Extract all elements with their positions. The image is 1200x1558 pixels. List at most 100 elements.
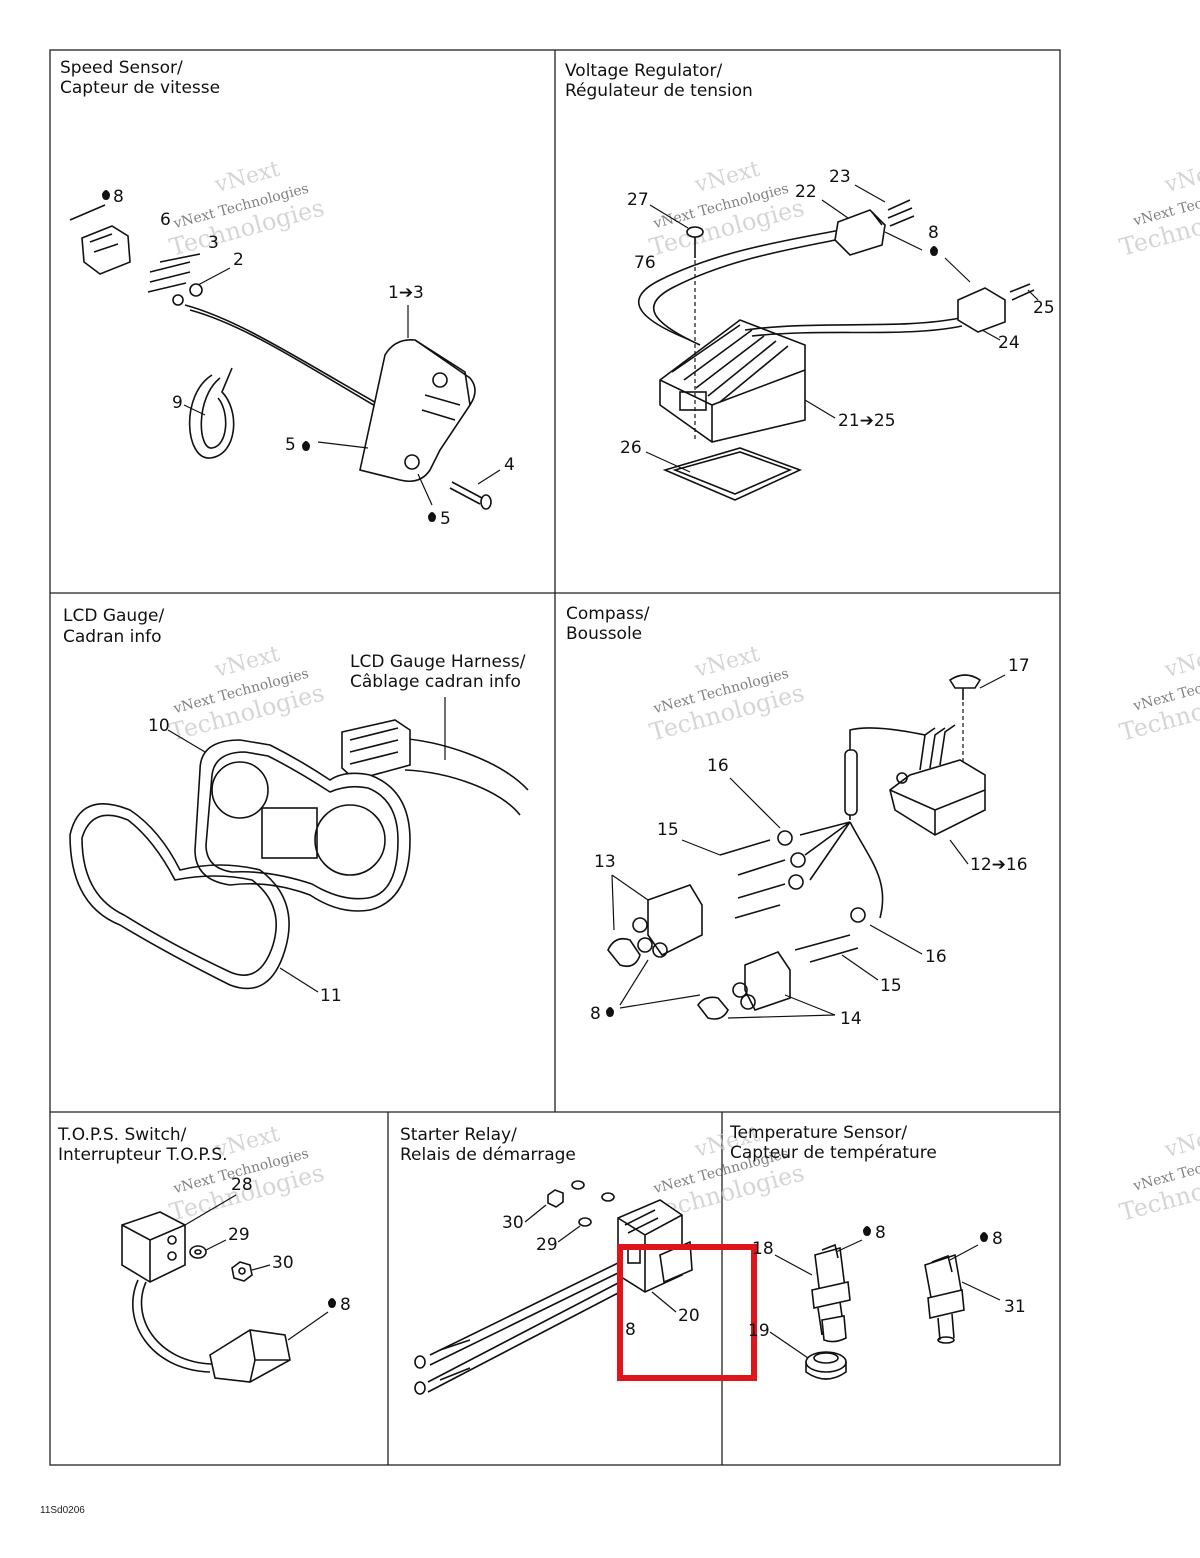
callout-10: 10 [148,716,170,736]
panel-lcd-gauge: LCD Gauge/ Cadran info LCD Gauge Harness… [63,606,529,1006]
callout-8: 8 [590,1004,601,1024]
callout-29: 29 [228,1225,250,1245]
panel-title-fr: Interrupteur T.O.P.S. [58,1145,228,1165]
callout-26: 26 [620,438,642,458]
terminals [719,830,866,963]
callout-30: 30 [272,1253,294,1273]
figure-reference: 11Sd0206 [40,1505,85,1516]
panel-starter-relay: Starter Relay/ Relais de démarrage 30 29… [400,1125,757,1395]
sealant-drop-icon [328,1298,336,1308]
callout-30: 30 [502,1213,524,1233]
panel-title-en: Voltage Regulator/ [565,61,722,81]
callout-8b: 8 [992,1229,1003,1249]
callout-11: 11 [320,986,342,1006]
callout-3: 3 [208,233,219,253]
callout-14: 14 [840,1009,862,1029]
callout-1-3: 1➔3 [388,283,424,303]
panel-title-en: T.O.P.S. Switch/ [57,1125,187,1145]
panel-tops-switch: T.O.P.S. Switch/ Interrupteur T.O.P.S. 2… [57,1125,351,1383]
cable-tie [188,367,235,459]
callout-9: 9 [172,393,183,413]
tops-cable [132,1279,211,1373]
callout-76: 76 [634,253,656,273]
sensor-cable [184,304,381,406]
connector-14 [697,951,791,1020]
panel-title-en: Temperature Sensor/ [729,1123,907,1143]
callout-6: 6 [160,210,171,230]
harness-label-fr: Câblage cadran info [350,672,521,692]
panel-temperature-sensor: Temperature Sensor/ Capteur de températu… [729,1123,1026,1380]
screw-17 [948,674,982,770]
callout-2: 2 [233,250,244,270]
callout-27: 27 [627,190,649,210]
connector-24 [957,287,1006,333]
callout-8: 8 [928,223,939,243]
callout-13: 13 [594,852,616,872]
washer-29 [189,1245,207,1259]
callout-17: 17 [1008,656,1030,676]
panel-title-en: LCD Gauge/ [63,606,164,626]
callout-16: 16 [707,756,729,776]
sealant-drop-icon [302,441,310,451]
callout-12-16: 12➔16 [970,855,1028,875]
callout-15: 15 [657,820,679,840]
sealant-drop-icon [102,190,110,200]
callout-5: 5 [285,435,296,455]
panel-title-fr: Capteur de température [730,1143,937,1163]
connector-22 [834,209,886,256]
compass-wires [849,727,926,820]
callout-31: 31 [1004,1297,1026,1317]
panel-frames [49,49,1061,1466]
callout-21-25: 21➔25 [838,411,896,431]
callout-22: 22 [795,182,817,202]
tops-switch-body [121,1211,186,1283]
panel-speed-sensor: Speed Sensor/ Capteur de vitesse [60,58,515,529]
callout-8: 8 [340,1295,351,1315]
panel-title-fr: Relais de démarrage [400,1145,576,1165]
sealant-drop-icon [606,1007,614,1017]
sealant-drop-icon [980,1232,988,1242]
lcd-gauge-harness [341,697,529,816]
callout-25: 25 [1033,298,1055,318]
callout-8: 8 [625,1320,636,1340]
regulator-body [659,319,806,443]
temperature-sensor-31 [924,1253,965,1344]
callout-5b: 5 [440,509,451,529]
panel-title-fr: Régulateur de tension [565,81,753,101]
callout-18: 18 [752,1239,774,1259]
panel-title-en: Starter Relay/ [400,1125,517,1145]
gasket-26 [662,447,803,501]
o-ring-19 [805,1351,847,1380]
watermark-vnext: vNext [1161,157,1200,199]
temperature-sensor-18 [811,1243,851,1343]
compass-module [889,724,986,836]
speed-sensor-body [359,338,476,483]
sealant-drop-icon [428,512,436,522]
watermark-vnext: vNext [1161,1122,1200,1164]
highlight-box [617,1244,757,1381]
regulator-wires [638,229,841,341]
screw-27 [686,226,704,440]
callout-16b: 16 [925,947,947,967]
panel-title-fr: Boussole [566,624,642,644]
relay-hardware [547,1180,615,1227]
callout-24: 24 [998,333,1020,353]
sealant-drop-icon [930,246,938,256]
nut-30 [231,1261,253,1282]
callout-15b: 15 [880,976,902,996]
watermark-vnext: vNext [1161,642,1200,684]
panel-title-fr: Capteur de vitesse [60,78,220,98]
gauge-gasket [69,803,290,990]
callout-8: 8 [113,187,124,207]
terminal-pins [147,253,203,306]
callout-8a: 8 [875,1223,886,1243]
callout-20: 20 [678,1306,700,1326]
harness-label-en: LCD Gauge Harness/ [350,652,526,672]
callout-29: 29 [536,1235,558,1255]
callout-28: 28 [231,1175,253,1195]
panel-voltage-regulator: Voltage Regulator/ Régulateur de tension [565,61,1055,501]
relay-wires [414,1261,621,1395]
tops-connector [209,1329,291,1383]
callout-4: 4 [504,455,515,475]
